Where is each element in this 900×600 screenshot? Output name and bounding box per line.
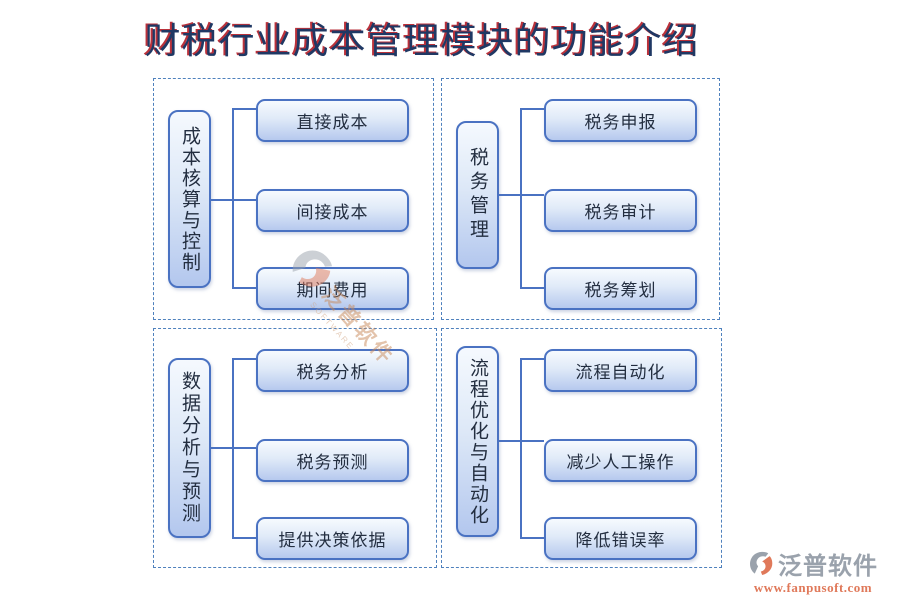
category-label-data-analysis: 数据分析与预测	[168, 358, 211, 538]
page-title: 财税行业成本管理模块的功能介绍	[144, 21, 700, 61]
connector-midline	[211, 199, 256, 201]
connector-stub-bottom	[520, 287, 544, 289]
feature-box-tax-audit: 税务审计	[544, 189, 697, 232]
fanpu-logo-icon	[748, 550, 775, 577]
category-label-tax-management: 税务管理	[456, 121, 499, 269]
connector-stub-bottom	[232, 537, 256, 539]
panel-tax-management: 税务管理 税务申报 税务审计 税务筹划	[441, 78, 720, 320]
connector-stub-top	[520, 108, 544, 110]
panel-cost-accounting-control: 成本核算与控制 直接成本 间接成本 期间费用	[153, 78, 434, 320]
connector-stub-top	[520, 358, 544, 360]
feature-box-direct-cost: 直接成本	[256, 99, 409, 142]
footer-logo: 泛普软件 www.fanpusoft.com	[748, 546, 878, 596]
connector-trunk	[520, 358, 522, 538]
connector-trunk	[520, 108, 522, 288]
connector-midline	[499, 194, 544, 196]
category-label-cost-accounting: 成本核算与控制	[168, 110, 211, 288]
feature-box-lower-error-rate: 降低错误率	[544, 517, 697, 560]
watermark: 泛普软件 SOFTWARE	[277, 238, 410, 378]
connector-stub-bottom	[232, 287, 256, 289]
feature-box-process-automation: 流程自动化	[544, 349, 697, 392]
watermark-logo-icon	[278, 238, 344, 303]
footer-logo-name: 泛普软件	[778, 554, 878, 580]
connector-stub-bottom	[520, 537, 544, 539]
feature-box-reduce-manual-work: 减少人工操作	[544, 439, 697, 482]
panel-process-optimization: 流程优化与自动化 流程自动化 减少人工操作 降低错误率	[441, 328, 722, 568]
feature-box-decision-support: 提供决策依据	[256, 517, 409, 560]
feature-box-indirect-cost: 间接成本	[256, 189, 409, 232]
feature-box-tax-planning: 税务筹划	[544, 267, 697, 310]
footer-logo-url: www.fanpusoft.com	[753, 580, 873, 595]
connector-midline	[211, 447, 256, 449]
feature-box-period-expense: 期间费用	[256, 267, 409, 310]
connector-trunk	[232, 108, 234, 288]
feature-box-tax-filing: 税务申报	[544, 99, 697, 142]
panel-data-analysis-forecast: 数据分析与预测 税务分析 税务预测 提供决策依据	[153, 328, 437, 568]
connector-midline	[499, 440, 544, 442]
category-label-process-optimization: 流程优化与自动化	[456, 346, 499, 537]
connector-stub-top	[232, 358, 256, 360]
connector-stub-top	[232, 108, 256, 110]
feature-box-tax-forecast: 税务预测	[256, 439, 409, 482]
feature-box-tax-analysis: 税务分析	[256, 349, 409, 392]
